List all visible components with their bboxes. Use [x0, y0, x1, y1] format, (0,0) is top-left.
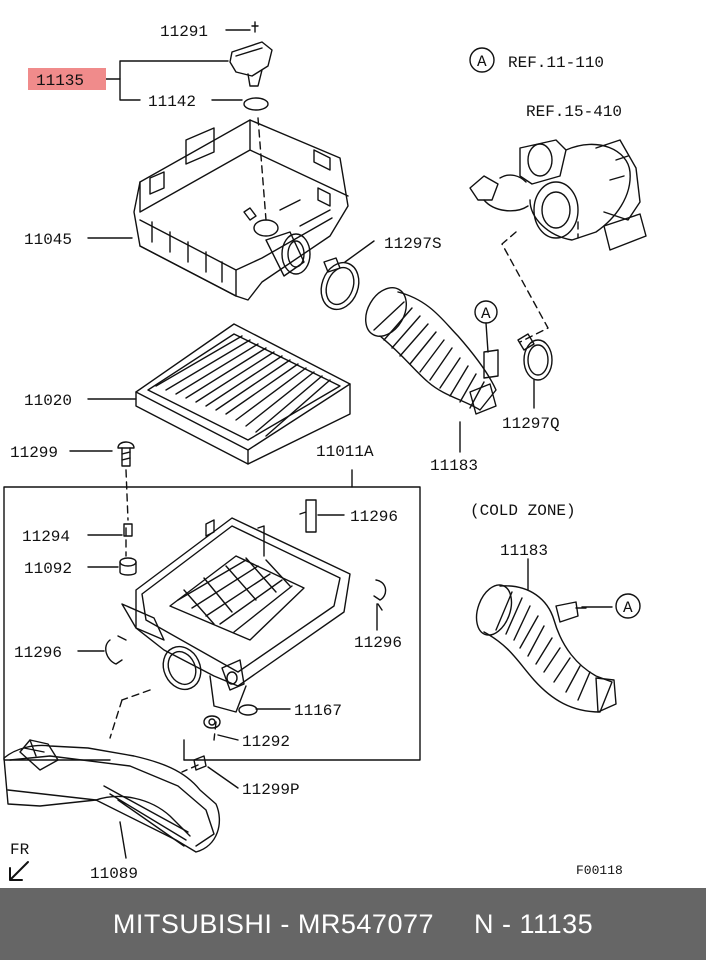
separator	[434, 909, 474, 940]
parts-diagram: 11291 11135 11142 11045 11297S 11020 111…	[3, 21, 647, 883]
brand-name: MITSUBISHI	[112, 908, 273, 939]
cold-zone-hose-drawing	[475, 584, 617, 713]
label-11297S[interactable]: 11297S	[384, 235, 442, 253]
label-11011A[interactable]: 11011A	[316, 443, 374, 461]
ref-11-110: REF.11-110	[508, 54, 604, 72]
label-11045[interactable]: 11045	[24, 231, 72, 249]
brand-separator: -	[280, 908, 290, 939]
ref-15-410: REF.15-410	[526, 103, 622, 121]
label-11297Q[interactable]: 11297Q	[502, 415, 560, 433]
label-11183-main[interactable]: 11183	[430, 457, 478, 475]
label-11299P[interactable]: 11299P	[242, 781, 300, 799]
label-11296-lower-right[interactable]: 11296	[354, 634, 402, 652]
label-11183-cold[interactable]: 11183	[500, 542, 548, 560]
label-11292[interactable]: 11292	[242, 733, 290, 751]
separator	[290, 909, 298, 940]
label-11020[interactable]: 11020	[24, 392, 72, 410]
ref-number: 11135	[519, 908, 594, 939]
intake-duct-drawing	[3, 739, 220, 853]
intake-hose-drawing	[365, 287, 499, 415]
label-11142[interactable]: 11142	[148, 93, 196, 111]
label-11294[interactable]: 11294	[22, 528, 70, 546]
separator	[494, 909, 502, 940]
part-info-bar: MITSUBISHI - MR547077 N - 11135	[0, 888, 706, 960]
air-cleaner-case-drawing	[121, 517, 351, 713]
ref-prefix: N	[474, 908, 495, 939]
label-11296-right[interactable]: 11296	[350, 508, 398, 526]
air-filter-drawing	[135, 323, 351, 465]
label-11291[interactable]: 11291	[160, 23, 208, 41]
separator	[512, 909, 520, 940]
ref-separator: -	[502, 908, 512, 939]
label-11092[interactable]: 11092	[24, 560, 72, 578]
label-11299[interactable]: 11299	[10, 444, 58, 462]
separator	[272, 909, 280, 940]
label-11089[interactable]: 11089	[90, 865, 138, 883]
figure-code: F00118	[576, 863, 623, 878]
air-cleaner-cover-drawing	[133, 119, 349, 301]
label-11135[interactable]: 11135	[36, 72, 84, 90]
turbocharger-drawing	[469, 139, 647, 251]
airflow-sensor-drawing	[229, 21, 273, 87]
ref-a-circle-letter: A	[477, 53, 487, 71]
label-11167[interactable]: 11167	[294, 702, 342, 720]
marker-a-cold: A	[623, 599, 633, 617]
label-11296-left[interactable]: 11296	[14, 644, 62, 662]
cold-zone-label: (COLD ZONE)	[470, 502, 576, 520]
highlight-11135	[28, 68, 106, 90]
fr-label: FR	[10, 841, 30, 859]
marker-a-hose: A	[481, 305, 491, 323]
part-number: MR547077	[297, 908, 434, 939]
